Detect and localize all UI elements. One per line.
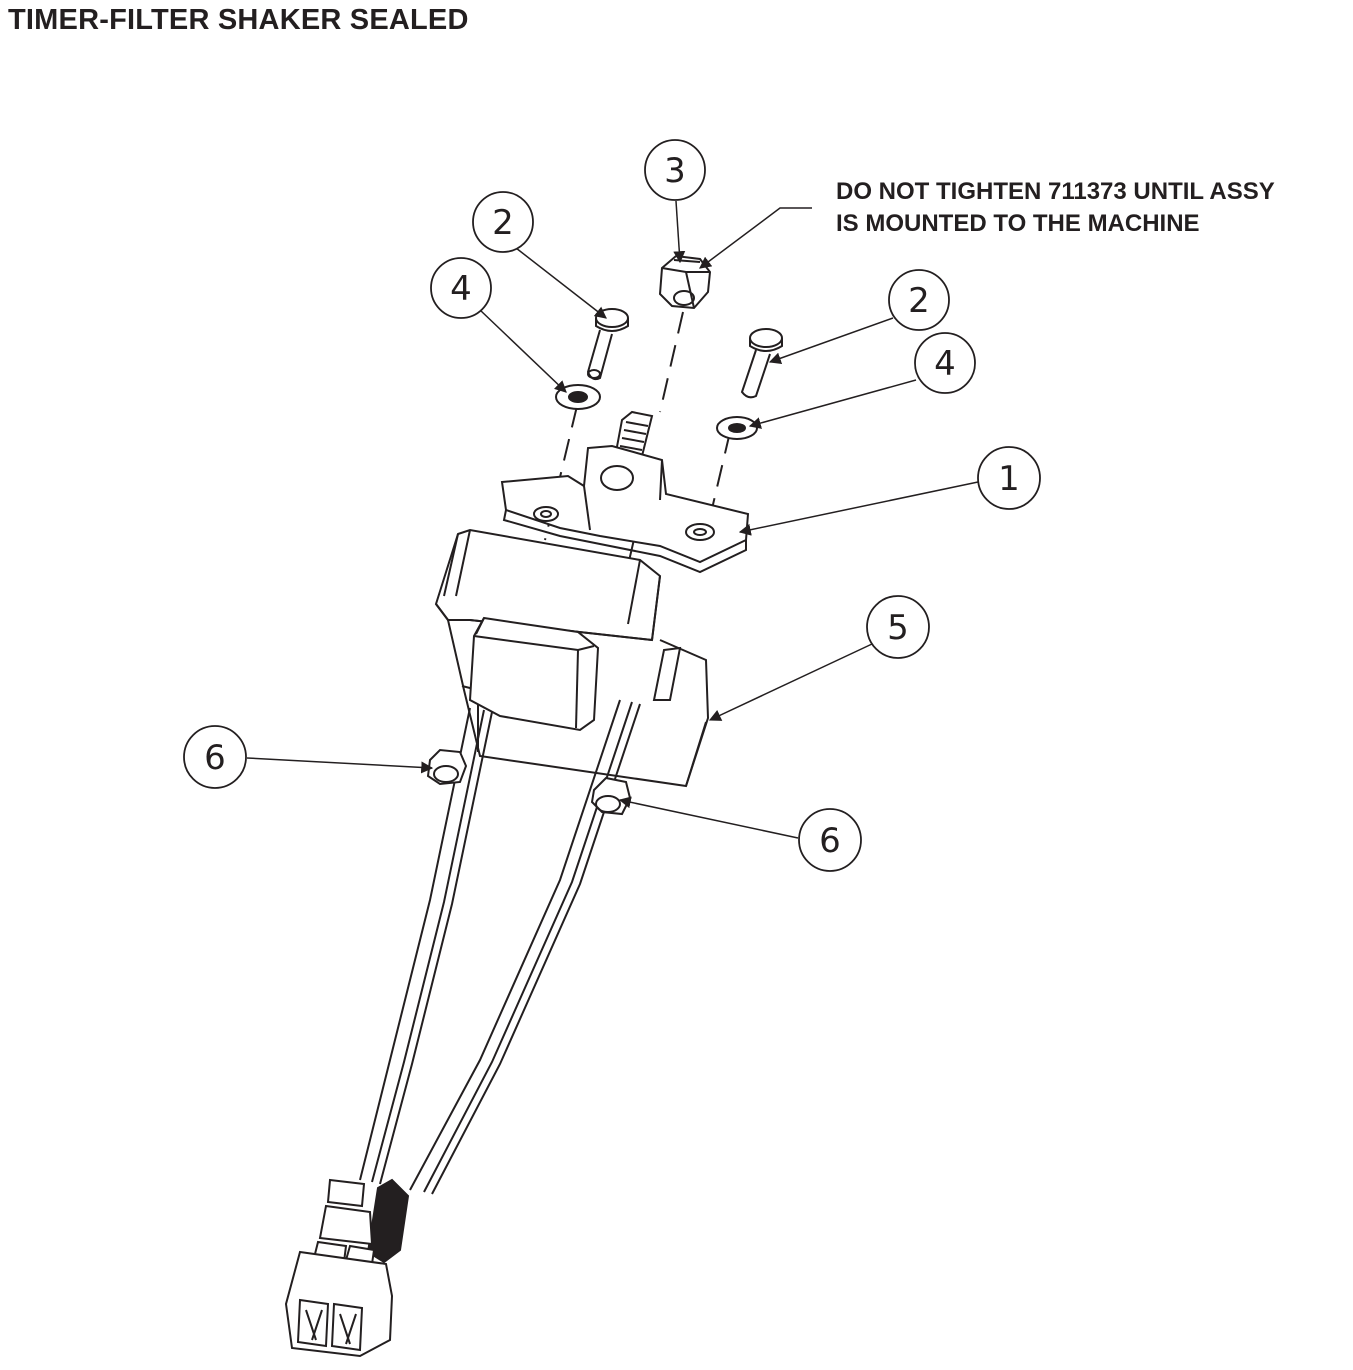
page-title: TIMER-FILTER SHAKER SEALED [8,4,469,36]
callout-label-2b: 2 [908,281,930,321]
hex-nut-part-6-right [590,776,632,816]
callout-circle-4a [430,257,492,319]
callout-label-5: 5 [887,608,909,648]
callout-label-3: 3 [664,151,686,191]
screw-part-2-right [740,328,783,399]
callout-label-2a: 2 [492,203,514,243]
callout-label-4a: 4 [450,269,472,309]
hex-nut-part-3 [658,254,712,310]
callout-label-6b: 6 [819,821,841,861]
timer-housing-part-5 [434,528,710,788]
callout-circles [183,139,1041,872]
callout-circle-5 [866,595,930,659]
callout-circle-2b [888,269,950,331]
callout-label-4b: 4 [934,344,956,384]
callout-label-1: 1 [998,459,1020,499]
callout-circle-6b [798,808,862,872]
assembly-note: DO NOT TIGHTEN 711373 UNTIL ASSY IS MOUN… [836,176,1275,240]
washer-part-4-left [555,384,601,410]
callout-circle-2a [472,191,534,253]
assembly-note-line-2: IS MOUNTED TO THE MACHINE [836,210,1200,237]
bracket-part-1 [500,444,750,574]
assembly-note-line-1: DO NOT TIGHTEN 711373 UNTIL ASSY [836,178,1275,205]
wire-connector [284,1178,410,1358]
callout-circle-3 [644,139,706,201]
callout-circle-6a [183,725,247,789]
callout-circle-4b [914,332,976,394]
callout-label-6a: 6 [204,738,226,778]
washer-part-4-right [716,416,758,440]
leader-lines [246,200,979,839]
screw-part-2-left [586,308,629,381]
callout-circle-1 [977,446,1041,510]
threaded-stud [614,410,654,458]
hex-nut-part-6-left [426,748,468,786]
